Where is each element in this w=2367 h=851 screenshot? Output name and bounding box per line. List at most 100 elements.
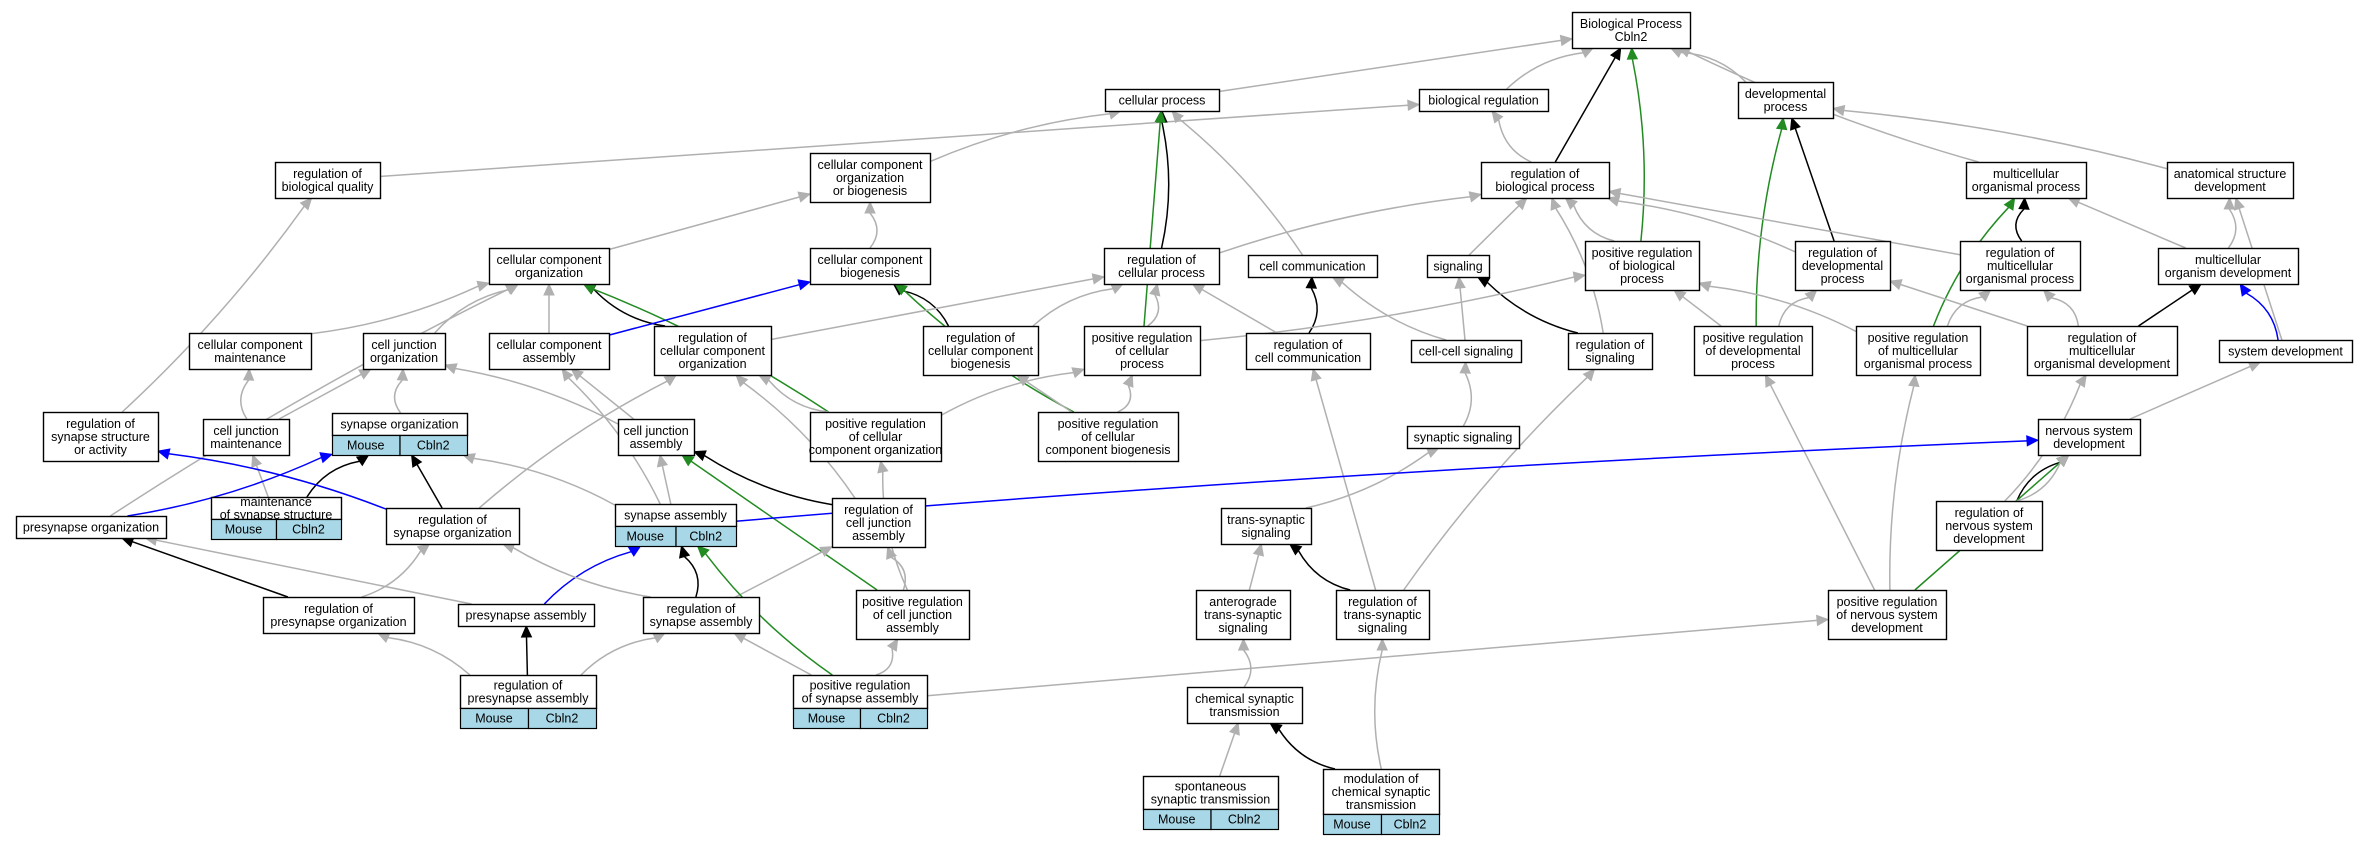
term-label-line: organization bbox=[836, 171, 904, 185]
edge-regtranssyn-to-regcellcomm bbox=[1310, 367, 1377, 591]
edge-cjassembly-to-cjorg bbox=[443, 363, 619, 425]
edge-maintsyn-to-cjmaint bbox=[251, 453, 269, 498]
term-box bbox=[1418, 88, 1550, 113]
go-term-cellcomm[interactable]: cell communication bbox=[1247, 254, 1379, 279]
term-label-line: regulation of bbox=[1348, 595, 1417, 609]
edge-multidev-to-multiproc bbox=[2067, 197, 2186, 249]
arrowhead bbox=[1673, 289, 1687, 302]
term-label-line: chemical synaptic bbox=[1332, 785, 1431, 799]
arrowhead bbox=[570, 368, 584, 381]
go-term-cellcell[interactable]: cell-cell signaling bbox=[1410, 339, 1523, 364]
arrowhead bbox=[1191, 283, 1206, 295]
term-box bbox=[1935, 500, 2044, 552]
arrowhead bbox=[1607, 187, 1622, 200]
edge-regtranssyn-to-transsyn bbox=[1288, 543, 1351, 591]
edge-ccbio-to-ccorgbio bbox=[864, 200, 878, 249]
go-term-presynassembly[interactable]: presynapse assembly bbox=[457, 603, 596, 628]
edge-layer bbox=[109, 34, 2283, 777]
go-term-cellproc[interactable]: cellular process bbox=[1104, 88, 1221, 113]
arrowhead bbox=[251, 453, 263, 468]
term-label-line: cellular component bbox=[818, 158, 923, 172]
go-term-signaling[interactable]: signaling bbox=[1426, 254, 1491, 279]
go-term-bioreg[interactable]: biological regulation bbox=[1418, 88, 1550, 113]
term-label-line: cell-cell signaling bbox=[1419, 345, 1514, 359]
gene-label: Cbln2 bbox=[1228, 813, 1261, 827]
edge-regdev-to-devproc bbox=[1790, 116, 1835, 242]
arrowhead bbox=[1609, 46, 1622, 61]
arrowhead bbox=[443, 363, 458, 375]
term-label-line: presynapse assembly bbox=[468, 692, 590, 706]
term-label-line: development bbox=[2053, 437, 2125, 451]
term-box bbox=[642, 596, 761, 635]
term-label-line: trans-synaptic bbox=[1227, 513, 1305, 527]
term-box bbox=[1406, 425, 1521, 450]
edge-regpresynorg-to-presynorg bbox=[120, 536, 289, 598]
edge-posregcell-to-regcellproc bbox=[1147, 282, 1161, 327]
edge-posregsynassembly-to-posregnsdev bbox=[926, 614, 1830, 697]
term-box bbox=[1426, 254, 1491, 279]
edge-synassembly-to-cjassembly bbox=[656, 453, 672, 505]
term-label-line: biological quality bbox=[282, 180, 374, 194]
go-term-presynorg[interactable]: presynapse organization bbox=[15, 515, 168, 540]
go-term-sysdev[interactable]: system development bbox=[2218, 339, 2354, 364]
term-box bbox=[1584, 240, 1701, 292]
term-label-line: process bbox=[1731, 357, 1775, 371]
term-label-line: regulation of bbox=[494, 679, 563, 693]
term-label-line: regulation of bbox=[293, 167, 362, 181]
edge-regmultidev-to-regdev bbox=[1888, 279, 2028, 327]
term-label-line: process bbox=[1120, 357, 1164, 371]
edge-presynassembly-to-synassembly bbox=[543, 545, 642, 605]
go-term-synsig[interactable]: synaptic signaling bbox=[1406, 425, 1521, 450]
edge-regmultidev-to-regmulti bbox=[2042, 289, 2080, 327]
